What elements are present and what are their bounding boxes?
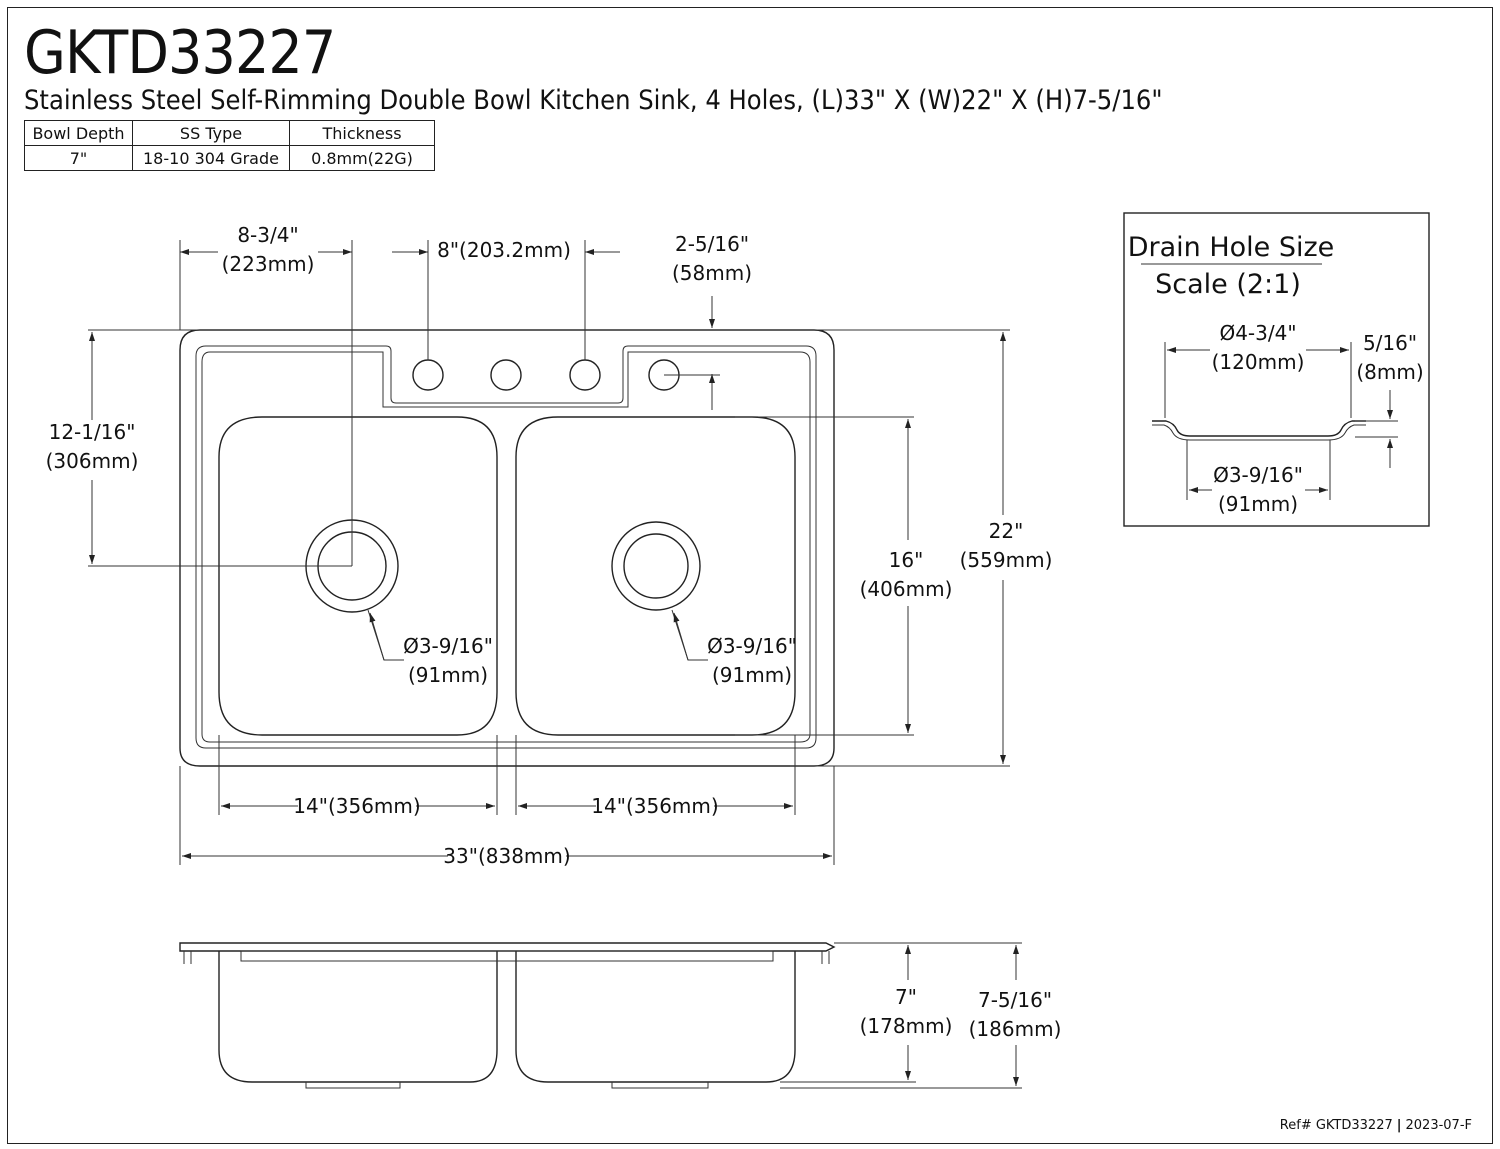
- drain-profile: [1152, 420, 1366, 437]
- label-detail-depth: 5/16": [1363, 331, 1417, 355]
- label-detail-inner-mm: (91mm): [1218, 492, 1298, 516]
- spec-value-ss-type: 18-10 304 Grade: [132, 145, 290, 171]
- drawing-frame: [7, 7, 1493, 1144]
- model-title: GKTD33227: [24, 18, 336, 88]
- label-drain-offset-mm: (223mm): [222, 252, 315, 276]
- side-right-bowl: [515, 951, 796, 1083]
- side-view: [179, 942, 836, 1089]
- footer-separator: |: [1396, 1118, 1402, 1133]
- label-overall-height-mm: (186mm): [969, 1017, 1062, 1041]
- drain-detail-title: Drain Hole Size: [1128, 232, 1335, 263]
- sink-outer-rim: [179, 329, 835, 767]
- label-detail-depth-mm: (8mm): [1356, 360, 1423, 384]
- faucet-hole-3: [569, 359, 601, 391]
- label-overall-width: 22": [989, 519, 1024, 543]
- label-detail-inner: Ø3-9/16": [1213, 463, 1303, 487]
- faucet-hole-1: [412, 359, 444, 391]
- faucet-hole-2: [490, 359, 522, 391]
- label-overall-height: 7-5/16": [978, 988, 1052, 1012]
- right-drain-inner: [623, 533, 689, 599]
- spec-value-thickness: 0.8mm(22G): [289, 145, 435, 171]
- sink-deck-line: [201, 351, 811, 743]
- product-description: Stainless Steel Self-Rimming Double Bowl…: [24, 85, 1163, 116]
- label-left-bowl-length: 14"(356mm): [293, 794, 420, 818]
- label-right-bowl-length: 14"(356mm): [591, 794, 718, 818]
- label-left-drain: Ø3-9/16": [403, 634, 493, 658]
- label-detail-outer-mm: (120mm): [1212, 350, 1305, 374]
- top-dimension-lines: [88, 240, 1010, 865]
- right-drain-outer: [611, 521, 701, 611]
- label-right-drain-mm: (91mm): [712, 663, 792, 687]
- label-hole-spacing: 8"(203.2mm): [437, 238, 571, 262]
- side-bowl-lip: [240, 950, 774, 962]
- label-bowl-depth: 7": [895, 985, 917, 1009]
- spec-header-bowl-depth: Bowl Depth: [24, 120, 133, 146]
- label-hole-edge-mm: (58mm): [672, 261, 752, 285]
- footer-ref: Ref# GKTD33227: [1279, 1118, 1393, 1133]
- drain-detail-scale: Scale (2:1): [1155, 269, 1301, 300]
- label-right-drain: Ø3-9/16": [707, 634, 797, 658]
- label-bowl-width: 16": [889, 548, 924, 572]
- spec-table-header-row: Bowl Depth SS Type Thickness: [24, 120, 435, 146]
- right-bowl: [515, 416, 796, 736]
- spec-value-bowl-depth: 7": [24, 145, 133, 171]
- label-bowl-depth-mm: (178mm): [860, 1014, 953, 1038]
- label-drain-from-back: 12-1/16": [49, 420, 136, 444]
- label-bowl-width-mm: (406mm): [860, 577, 953, 601]
- drain-detail: Drain Hole Size Scale (2:1) Ø4-3/4" (120…: [1123, 212, 1430, 527]
- label-overall-width-mm: (559mm): [960, 548, 1053, 572]
- side-dimension-lines: [780, 942, 1022, 1089]
- footer-reference: Ref# GKTD33227|2023-07-F: [1280, 1118, 1472, 1133]
- label-left-drain-mm: (91mm): [408, 663, 488, 687]
- side-right-drain: [611, 1082, 709, 1089]
- side-left-drain: [305, 1082, 401, 1089]
- side-left-bowl: [218, 951, 498, 1083]
- drain-detail-box: [1123, 212, 1430, 527]
- side-rim: [179, 942, 836, 952]
- top-view: [179, 329, 835, 767]
- label-overall-length: 33"(838mm): [443, 844, 570, 868]
- spec-table-value-row: 7" 18-10 304 Grade 0.8mm(22G): [24, 145, 435, 171]
- label-detail-outer: Ø4-3/4": [1219, 321, 1296, 345]
- label-drain-offset: 8-3/4": [237, 223, 298, 247]
- footer-revision: 2023-07-F: [1405, 1118, 1473, 1133]
- sink-inner-rim: [195, 345, 817, 749]
- spec-table: Bowl Depth SS Type Thickness 7" 18-10 30…: [24, 120, 435, 171]
- label-drain-from-back-mm: (306mm): [46, 449, 139, 473]
- left-bowl: [218, 416, 498, 736]
- label-hole-edge: 2-5/16": [675, 232, 749, 256]
